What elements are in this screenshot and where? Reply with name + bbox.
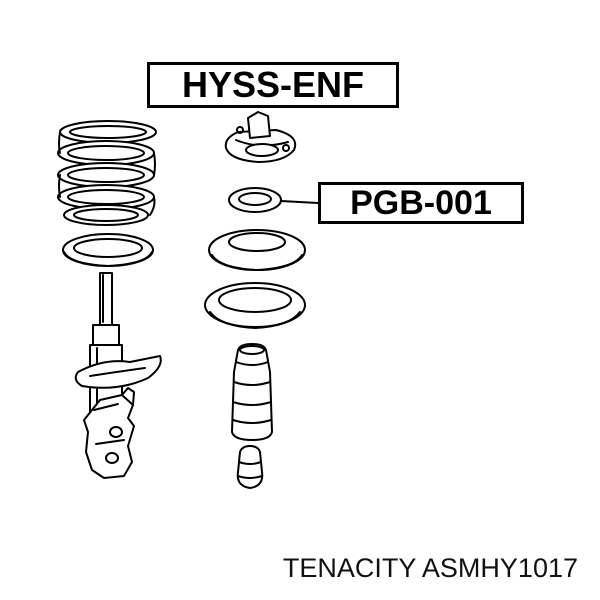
top-strut-mount bbox=[224, 111, 297, 163]
spring-seat bbox=[62, 233, 154, 267]
product-caption: TENACITY ASMHY1017 bbox=[282, 553, 578, 583]
bump-stop bbox=[236, 445, 264, 489]
coil-spring bbox=[57, 120, 157, 226]
strut-bearing bbox=[228, 187, 282, 213]
shock-absorber-strut bbox=[74, 272, 162, 479]
dust-boot bbox=[231, 343, 273, 441]
bearing-part-label: PGB-001 bbox=[318, 182, 524, 224]
upper-spring-pad bbox=[208, 229, 306, 271]
lower-spring-pad bbox=[204, 282, 306, 329]
bearing-leader-line bbox=[280, 200, 319, 204]
top-mount-part-label: HYSS-ENF bbox=[147, 62, 399, 108]
